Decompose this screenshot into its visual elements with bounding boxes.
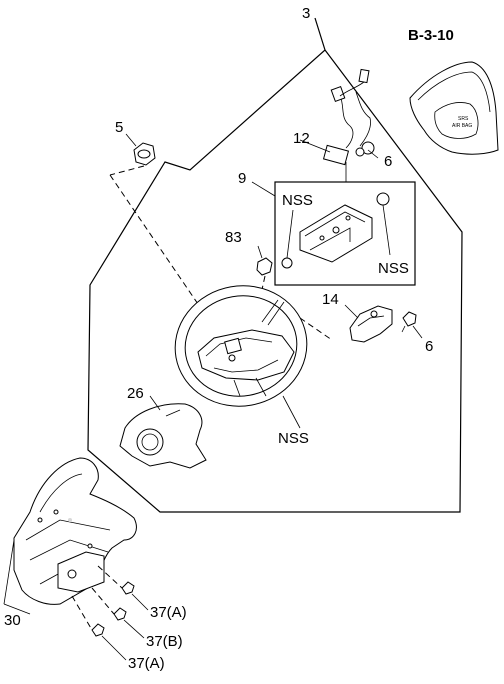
leader-nss-c [282,395,301,429]
label-6a: 6 [384,153,392,170]
leader-dash-5a [109,165,145,176]
label-37a-bottom: 37(A) [128,655,165,672]
group-3-outline [87,49,463,513]
label-nss-b: NSS [378,260,409,277]
leader-30b [3,603,31,615]
screw-part-37a-bottom [71,595,127,661]
label-12: 12 [293,130,310,147]
leader-6a [367,149,379,159]
label-14: 14 [322,291,339,308]
label-37b: 37(B) [146,633,183,650]
reference-label[interactable]: B-3-10 [408,27,454,44]
label-3: 3 [302,5,310,22]
bolt-part-83 [256,245,273,276]
label-9: 9 [238,170,246,187]
bracket-part-9 [281,192,391,269]
leader-9 [251,181,276,197]
nut-part-5 [125,133,156,166]
wiring-harness-part-12 [322,68,375,182]
group-9-box [274,181,416,286]
screw-part-37a-top [97,565,149,611]
screw-part-6b [401,311,423,339]
label-37a-top: 37(A) [150,604,187,621]
steering-wheel-part [174,285,308,407]
label-6b: 6 [425,338,433,355]
label-nss-a: NSS [282,192,313,209]
label-26: 26 [127,385,144,402]
switch-part-14 [344,304,393,343]
airbag-cover-part: SRS AIR BAG [409,61,499,155]
screw-part-37b [91,587,145,639]
lower-cover-part-26 [119,395,207,469]
label-5: 5 [115,119,123,136]
leader-3 [314,17,326,51]
airbag-cover-text-1: SRS [458,116,469,122]
label-30: 30 [4,612,21,629]
leader-12 [299,139,331,153]
leader-30a [3,539,15,605]
airbag-cover-text-2: AIR BAG [452,123,472,129]
label-83: 83 [225,229,242,246]
column-cover-part-30 [13,457,137,605]
leader-dash-14 [299,317,333,341]
label-nss-c: NSS [278,430,309,447]
